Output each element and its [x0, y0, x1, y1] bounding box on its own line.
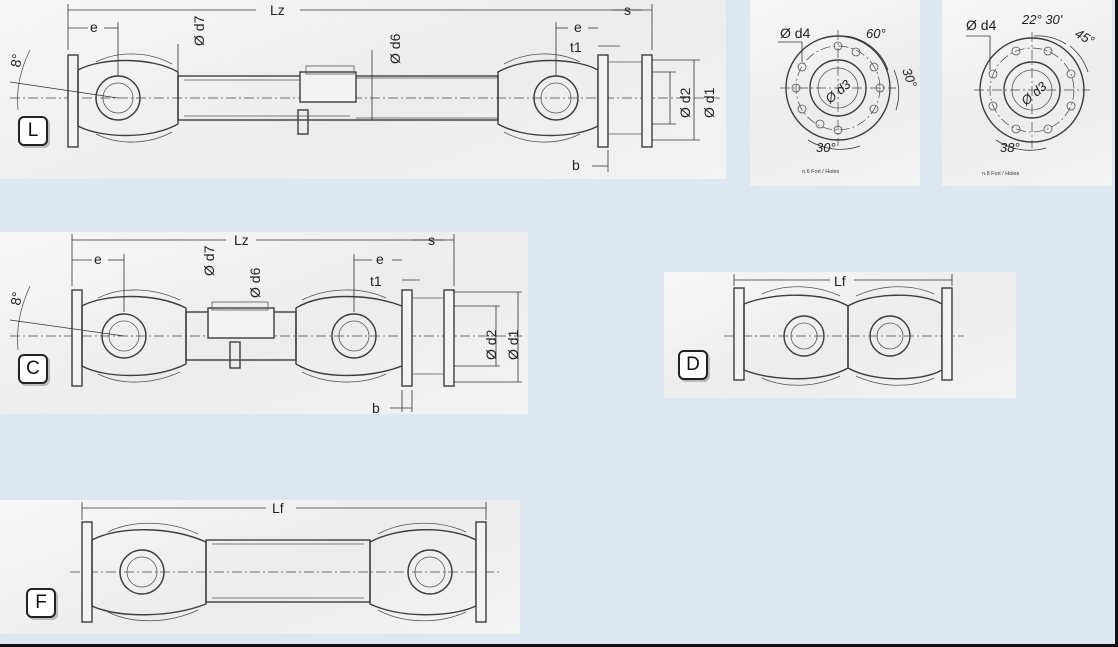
- drawing-type-l: Lz e e s t1 b Ø d7 Ø d6 Ø d2 Ø d1 8° L: [0, 0, 726, 179]
- dim-d1-label: Ø d1: [701, 87, 717, 118]
- flange6-holes-note: n.6 Fori / Holes: [802, 169, 840, 175]
- flange-8-holes: Ø d4 Ø d3 22° 30' 45° 38° n.8 Fori / Hol…: [942, 0, 1112, 186]
- flange8-angle-38: 38°: [1000, 140, 1020, 155]
- flange-6-holes: Ø d4 Ø d3 60° 30° 30° n.6 Fori / Holes: [750, 0, 920, 186]
- flange6-d4-label: Ø d4: [780, 25, 811, 41]
- dim-d7-label: Ø d7: [191, 15, 207, 46]
- dim-e-label: e: [90, 19, 98, 35]
- flange8-d4-label: Ø d4: [966, 17, 997, 33]
- flange8-d3-label: Ø d3: [1018, 78, 1051, 109]
- frame-border-right: [1115, 0, 1118, 647]
- dim-s-label-c: s: [428, 232, 435, 248]
- badge-f: F: [26, 588, 56, 618]
- dim-e-label-c-right: e: [376, 251, 384, 267]
- flange6-angle-30-bottom: 30°: [816, 140, 836, 155]
- flange8-angle-45: 45°: [1073, 26, 1098, 49]
- dim-d6-label-c: Ø d6: [247, 267, 263, 298]
- dim-s-label: s: [624, 2, 631, 18]
- drawing-type-c: Lz e e s t1 b Ø d7 Ø d6 Ø d2 Ø d1 8° C: [0, 232, 528, 414]
- dim-e-label-right: e: [574, 19, 582, 35]
- shaft-drawing-d: Lf: [724, 273, 964, 386]
- dim-lz-label-c: Lz: [234, 232, 249, 248]
- flange6-angle-30-right: 30°: [899, 66, 920, 90]
- dim-d6-label: Ø d6: [387, 33, 403, 64]
- flange-8-drawing: Ø d4 Ø d3 22° 30' 45° 38° n.8 Fori / Hol…: [966, 12, 1098, 177]
- dim-b-label: b: [572, 157, 580, 173]
- dim-d2-label-c: Ø d2: [483, 329, 499, 360]
- badge-c: C: [18, 354, 48, 384]
- flange6-angle-60: 60°: [866, 26, 886, 41]
- drawing-type-f: Lf F: [0, 500, 520, 634]
- dim-lz-label: Lz: [270, 2, 285, 18]
- flange8-angle-22: 22° 30': [1021, 12, 1063, 27]
- badge-d: D: [678, 350, 708, 380]
- dim-d7-label-c: Ø d7: [201, 245, 217, 276]
- dim-t1-label-c: t1: [370, 273, 382, 289]
- dim-lf-label-f: Lf: [272, 500, 284, 516]
- shaft-drawing-l: Lz e e s t1 b Ø d7 Ø d6 Ø d2 Ø d1 8°: [7, 2, 720, 173]
- dim-b-label-c: b: [372, 400, 380, 414]
- angle-label-c: 8°: [7, 291, 25, 307]
- flange-6-drawing: Ø d4 Ø d3 60° 30° 30° n.6 Fori / Holes: [778, 25, 920, 175]
- drawing-type-d: Lf D: [664, 272, 1016, 398]
- angle-label: 8°: [7, 53, 25, 69]
- shaft-drawing-c: Lz e e s t1 b Ø d7 Ø d6 Ø d2 Ø d1 8°: [7, 232, 522, 414]
- dim-d1-label-c: Ø d1: [505, 329, 521, 360]
- flange8-holes-note: n.8 Fori / Holes: [982, 171, 1020, 177]
- dim-e-label-c: e: [94, 251, 102, 267]
- frame-border-bottom: [0, 644, 1118, 647]
- dim-d2-label: Ø d2: [677, 87, 693, 118]
- badge-l: L: [18, 116, 48, 146]
- dim-t1-label: t1: [570, 39, 582, 55]
- shaft-drawing-f: Lf: [70, 500, 500, 623]
- dim-lf-label-d: Lf: [834, 273, 846, 289]
